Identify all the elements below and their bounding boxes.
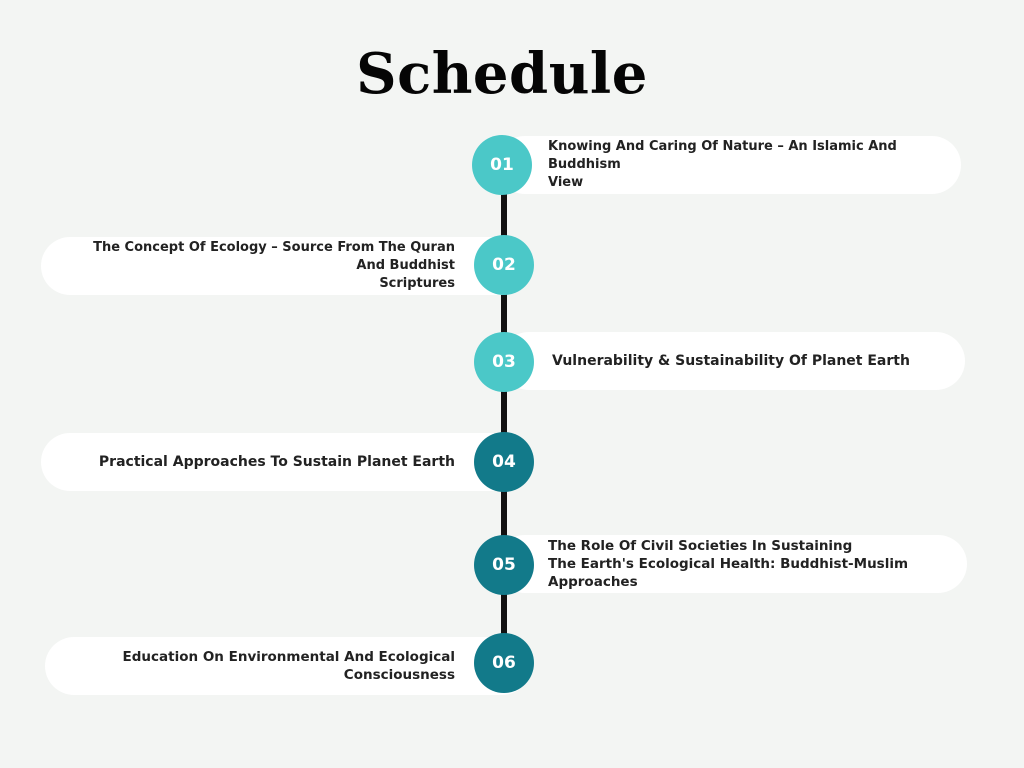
schedule-item-1-text: Knowing And Caring Of Nature – An Islami… bbox=[548, 139, 897, 190]
schedule-number-3-label: 03 bbox=[492, 352, 516, 372]
schedule-card-1: Knowing And Caring Of Nature – An Islami… bbox=[496, 136, 961, 194]
schedule-number-5-label: 05 bbox=[492, 555, 516, 575]
schedule-card-3: Vulnerability & Sustainability Of Planet… bbox=[500, 332, 965, 390]
page-title: Schedule bbox=[356, 41, 648, 107]
schedule-item-3-text: Vulnerability & Sustainability Of Planet… bbox=[552, 353, 910, 369]
schedule-item-4-text: Practical Approaches To Sustain Planet E… bbox=[98, 454, 455, 470]
schedule-number-3: 03 bbox=[474, 332, 534, 392]
schedule-item-6-text: Education On Environmental And Ecologica… bbox=[122, 649, 455, 683]
schedule-number-4: 04 bbox=[474, 432, 534, 492]
schedule-number-2: 02 bbox=[474, 235, 534, 295]
schedule-number-5: 05 bbox=[474, 535, 534, 595]
schedule-number-4-label: 04 bbox=[492, 452, 516, 472]
schedule-card-2: The Concept Of Ecology – Source From The… bbox=[41, 237, 531, 295]
schedule-number-2-label: 02 bbox=[492, 255, 516, 275]
schedule-item-5-text: The Role Of Civil Societies In Sustainin… bbox=[548, 538, 909, 590]
schedule-card-4: Practical Approaches To Sustain Planet E… bbox=[41, 433, 531, 491]
schedule-number-1: 01 bbox=[472, 135, 532, 195]
timeline-line bbox=[501, 166, 507, 666]
schedule-card-6: Education On Environmental And Ecologica… bbox=[45, 637, 531, 695]
schedule-number-6: 06 bbox=[474, 633, 534, 693]
schedule-number-6-label: 06 bbox=[492, 653, 516, 673]
schedule-card-5: The Role Of Civil Societies In Sustainin… bbox=[496, 535, 967, 593]
schedule-item-2-text: The Concept Of Ecology – Source From The… bbox=[93, 240, 455, 291]
schedule-number-1-label: 01 bbox=[490, 155, 514, 175]
